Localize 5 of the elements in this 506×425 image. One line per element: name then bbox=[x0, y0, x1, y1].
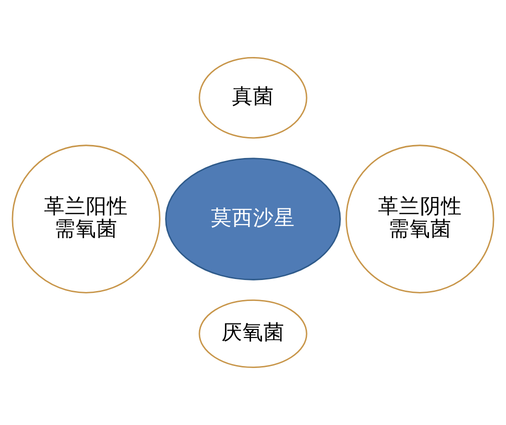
node-circle: 革兰阴性需氧菌 bbox=[346, 144, 494, 294]
node-ellipse: 厌氧菌 bbox=[198, 299, 308, 368]
node-circle: 革兰阳性需氧菌 bbox=[12, 144, 160, 294]
node-ellipse: 真菌 bbox=[198, 57, 308, 139]
node-ellipse: 莫西沙星 bbox=[165, 158, 341, 280]
